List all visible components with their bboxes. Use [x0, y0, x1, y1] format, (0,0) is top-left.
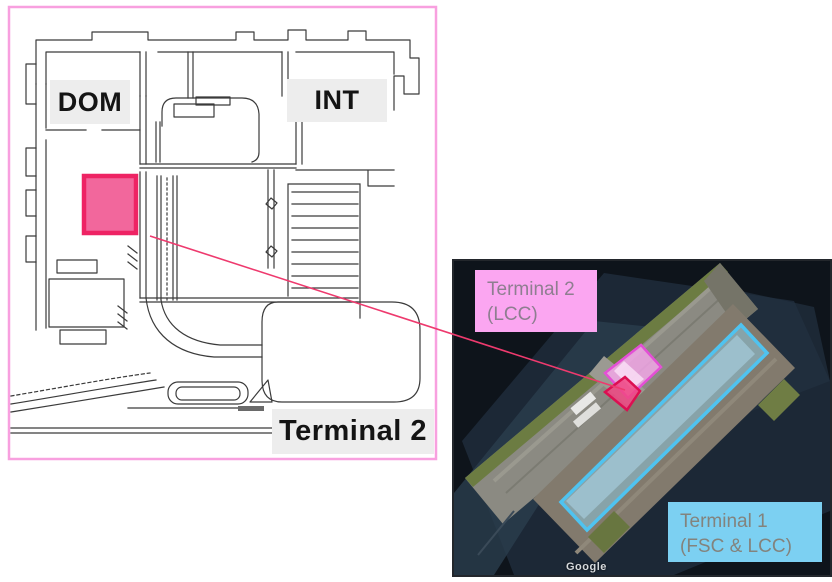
floorplan-terminal2-label: Terminal 2 — [272, 409, 434, 454]
dom-area-label: DOM — [50, 80, 130, 124]
satellite-terminal2-label: Terminal 2 (LCC) — [475, 270, 597, 332]
satellite-terminal1-label: Terminal 1 (FSC & LCC) — [668, 502, 822, 562]
satellite-terminal2-label-line2: (LCC) — [487, 304, 538, 326]
satellite-terminal1-label-line2: (FSC & LCC) — [680, 536, 792, 558]
google-watermark: Google — [566, 561, 607, 573]
floorplan-drawing — [7, 5, 438, 461]
terminal1-island — [477, 304, 800, 563]
airport-satellite-panel: Terminal 2 (LCC) Terminal 1 (FSC & LCC) … — [452, 259, 832, 577]
int-area-label: INT — [287, 79, 387, 122]
road-marking — [238, 406, 264, 411]
floorplan-frame — [7, 5, 438, 461]
terminal1-overlay — [558, 322, 770, 533]
terminal2-floorplan-panel: DOM INT Terminal 2 — [0, 0, 440, 466]
satellite-terminal2-label-line1: Terminal 2 — [487, 279, 575, 300]
satellite-terminal1-label-line1: Terminal 1 — [680, 511, 768, 532]
floorplan-highlight-square — [81, 173, 139, 236]
